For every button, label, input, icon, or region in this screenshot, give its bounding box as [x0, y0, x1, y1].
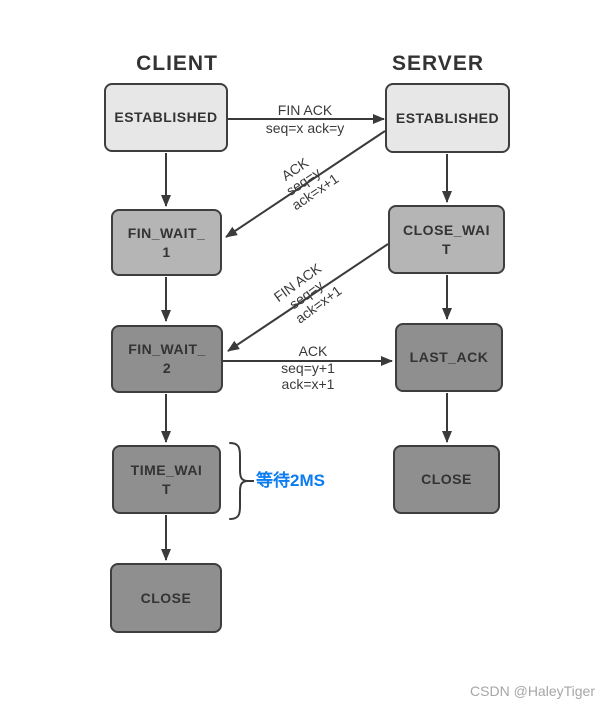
msg-ack2-seq: seq=y+1	[281, 360, 335, 376]
timewait-duration-annotation: 等待2MS	[256, 471, 325, 490]
msg-ack2-title: ACK	[299, 343, 328, 359]
state-label-fin-wait-2: FIN_WAIT_ 2	[128, 341, 206, 376]
csdn-watermark: CSDN @HaleyTiger	[470, 683, 595, 699]
arrow-fin2-closewait-to-finwait2	[227, 243, 389, 352]
state-label-client-established: ESTABLISHED	[114, 109, 218, 125]
state-box-server-established: ESTABLISHED	[385, 83, 510, 153]
state-box-time-wait: TIME_WAI T	[112, 445, 221, 514]
timewait-brace	[229, 442, 249, 520]
msg-fin1-title: FIN ACK	[278, 102, 333, 118]
msg-fin1-seq: seq=x ack=y	[266, 120, 345, 136]
state-box-client-established: ESTABLISHED	[104, 83, 228, 152]
state-box-client-close: CLOSE	[110, 563, 222, 633]
state-label-last-ack: LAST_ACK	[409, 349, 489, 365]
state-box-server-close: CLOSE	[393, 445, 500, 514]
state-box-last-ack: LAST_ACK	[395, 323, 503, 392]
state-label-server-close: CLOSE	[421, 471, 472, 487]
state-box-close-wait: CLOSE_WAI T	[388, 205, 505, 274]
state-label-server-established: ESTABLISHED	[395, 109, 500, 126]
state-box-fin-wait-1: FIN_WAIT_ 1	[111, 209, 222, 276]
state-label-client-close: CLOSE	[140, 589, 192, 606]
msg-ack2-ack: ack=x+1	[282, 376, 335, 392]
state-label-time-wait: TIME_WAI T	[130, 461, 203, 497]
server-column-header: SERVER	[392, 52, 484, 75]
state-label-fin-wait-1: FIN_WAIT_ 1	[127, 224, 206, 260]
msg-fin2-group: FIN ACK seq=y ack=x+1	[271, 260, 345, 327]
client-column-header: CLIENT	[136, 52, 218, 75]
state-box-fin-wait-2: FIN_WAIT_ 2	[111, 325, 223, 393]
msg-ack1-group: ACK seq=y ack=x+1	[279, 154, 342, 213]
arrow-ack1-server-to-finwait1	[225, 130, 386, 238]
state-label-close-wait: CLOSE_WAI T	[403, 221, 490, 257]
